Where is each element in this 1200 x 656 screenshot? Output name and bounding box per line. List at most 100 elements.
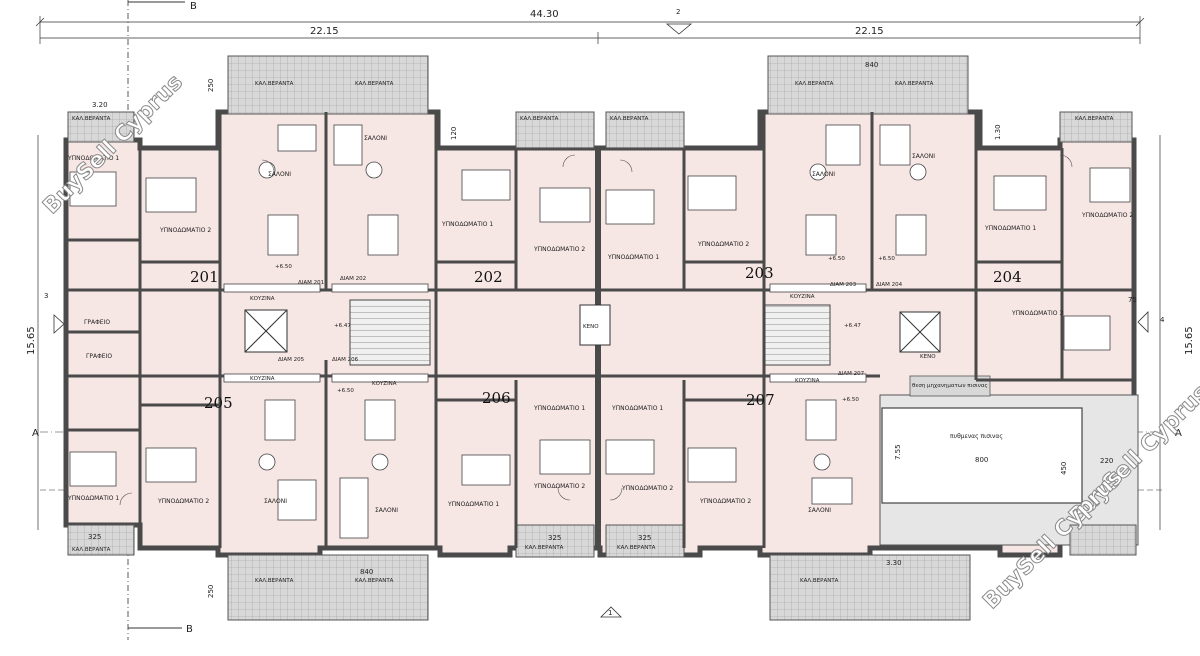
svg-text:ΚΑΛ.ΒΕΡΑΝΤΑ: ΚΑΛ.ΒΕΡΑΝΤΑ: [72, 116, 111, 122]
svg-text:ΚΑΛ.ΒΕΡΑΝΤΑ: ΚΑΛ.ΒΕΡΑΝΤΑ: [255, 578, 294, 584]
door-swings: [119, 154, 1073, 506]
width-840b-dim: 840: [360, 568, 373, 576]
height-right-dim: 15.65: [1184, 326, 1195, 355]
svg-text:ΥΠΝΟΔΩΜΑΤΙΟ 2: ΥΠΝΟΔΩΜΑΤΙΟ 2: [699, 498, 751, 505]
balconies: [67, 55, 1137, 621]
void-shaft: [579, 304, 611, 346]
svg-text:ΥΠΝΟΔΩΜΑΤΙΟ 2: ΥΠΝΟΔΩΜΑΤΙΟ 2: [621, 485, 673, 492]
svg-text:ΣΑΛΟΝΙ: ΣΑΛΟΝΙ: [364, 135, 387, 142]
width-325b-dim: 325: [548, 534, 561, 542]
width-75-dim: 75: [1128, 296, 1137, 304]
half-left-dim: 22.15: [310, 26, 339, 37]
svg-text:ΚΑΛ.ΒΕΡΑΝΤΑ: ΚΑΛ.ΒΕΡΑΝΤΑ: [520, 116, 559, 122]
corridor-labels: ΔΙΑΜ 201 ΔΙΑΜ 202 ΔΙΑΜ 203 ΔΙΑΜ 204 ΔΙΑΜ…: [275, 256, 903, 403]
svg-text:+6.50: +6.50: [842, 397, 859, 403]
svg-text:ΚΑΛ.ΒΕΡΑΝΤΑ: ΚΑΛ.ΒΕΡΑΝΤΑ: [895, 81, 934, 87]
svg-text:ΔΙΑΜ 202: ΔΙΑΜ 202: [340, 276, 366, 282]
svg-text:207: 207: [746, 391, 775, 409]
width-330b-dim: 3.30: [886, 559, 902, 567]
svg-text:ΚΑΛ.ΒΕΡΑΝΤΑ: ΚΑΛ.ΒΕΡΑΝΤΑ: [255, 81, 294, 87]
svg-text:ΚΑΛ.ΒΕΡΑΝΤΑ: ΚΑΛ.ΒΕΡΑΝΤΑ: [1075, 116, 1114, 122]
svg-text:ΥΠΝΟΔΩΜΑΤΙΟ 2: ΥΠΝΟΔΩΜΑΤΙΟ 2: [157, 498, 209, 505]
living-furniture: [258, 124, 927, 539]
axis-3-marker: [53, 314, 65, 334]
svg-text:ΥΠΝΟΔΩΜΑΤΙΟ 1: ΥΠΝΟΔΩΜΑΤΙΟ 1: [67, 155, 119, 162]
svg-text:ΥΠΝΟΔΩΜΑΤΙΟ 2: ΥΠΝΟΔΩΜΑΤΙΟ 2: [697, 241, 749, 248]
svg-text:+6.50: +6.50: [337, 388, 354, 394]
svg-text:ΥΠΝΟΔΩΜΑΤΙΟ 1: ΥΠΝΟΔΩΜΑΤΙΟ 1: [607, 254, 659, 261]
section-b-top: B: [190, 1, 197, 12]
keno-label-right: ΚΕΝΟ: [920, 354, 936, 360]
svg-text:ΥΠΝΟΔΩΜΑΤΙΟ 2: ΥΠΝΟΔΩΜΑΤΙΟ 2: [533, 246, 585, 253]
pool-depth-dim: 450: [1060, 462, 1068, 475]
section-a-left: A: [32, 428, 39, 439]
svg-text:ΣΑΛΟΝΙ: ΣΑΛΟΝΙ: [375, 507, 398, 514]
svg-text:ΚΟΥΖΙΝΑ: ΚΟΥΖΙΝΑ: [372, 381, 397, 387]
svg-text:ΥΠΝΟΔΩΜΑΤΙΟ 2: ΥΠΝΟΔΩΜΑΤΙΟ 2: [1081, 212, 1133, 219]
pool-side-dim: 220: [1100, 457, 1113, 465]
pool: [881, 407, 1083, 504]
axis-4-label: 4: [1160, 316, 1165, 324]
svg-text:ΣΑΛΟΝΙ: ΣΑΛΟΝΙ: [808, 507, 831, 514]
office-label-top: ΓΡΑΦΕΙΟ: [84, 319, 110, 326]
svg-text:ΣΑΛΟΝΙ: ΣΑΛΟΝΙ: [268, 171, 291, 178]
svg-text:ΚΑΛ.ΒΕΡΑΝΤΑ: ΚΑΛ.ΒΕΡΑΝΤΑ: [355, 81, 394, 87]
axis-2-marker: [665, 23, 693, 35]
kitchen-labels: ΚΟΥΖΙΝΑ ΚΟΥΖΙΝΑ ΚΟΥΖΙΝΑ ΚΟΥΖΙΝΑ ΚΟΥΖΙΝΑ: [250, 294, 820, 387]
svg-text:ΔΙΑΜ 207: ΔΙΑΜ 207: [838, 371, 865, 377]
svg-text:ΚΑΛ.ΒΕΡΑΝΤΑ: ΚΑΛ.ΒΕΡΑΝΤΑ: [610, 116, 649, 122]
width-325c-dim: 325: [638, 534, 651, 542]
section-b-bottom: B: [186, 624, 193, 635]
pool-width-dim: 800: [975, 456, 988, 464]
svg-text:ΣΑΛΟΝΙ: ΣΑΛΟΝΙ: [912, 153, 935, 160]
svg-text:+6.50: +6.50: [828, 256, 845, 262]
svg-text:ΚΟΥΖΙΝΑ: ΚΟΥΖΙΝΑ: [250, 296, 275, 302]
svg-text:ΚΑΛ.ΒΕΡΑΝΤΑ: ΚΑΛ.ΒΕΡΑΝΤΑ: [72, 547, 111, 553]
svg-text:204: 204: [993, 268, 1022, 286]
svg-text:206: 206: [482, 389, 511, 407]
svg-text:ΥΠΝΟΔΩΜΑΤΙΟ 2: ΥΠΝΟΔΩΜΑΤΙΟ 2: [159, 227, 211, 234]
stairs-right: [764, 304, 831, 366]
stairs-left: [349, 299, 431, 366]
width-840-dim: 840: [865, 61, 878, 69]
bal-depth-dim: 250: [207, 79, 215, 92]
svg-text:ΥΠΝΟΔΩΜΑΤΙΟ 1: ΥΠΝΟΔΩΜΑΤΙΟ 1: [533, 405, 585, 412]
svg-text:ΥΠΝΟΔΩΜΑΤΙΟ 1: ΥΠΝΟΔΩΜΑΤΙΟ 1: [611, 405, 663, 412]
width-325a-dim: 325: [88, 533, 101, 541]
svg-text:205: 205: [204, 394, 233, 412]
svg-text:ΔΙΑΜ 203: ΔΙΑΜ 203: [830, 282, 857, 288]
svg-text:ΚΑΛ.ΒΕΡΑΝΤΑ: ΚΑΛ.ΒΕΡΑΝΤΑ: [525, 545, 564, 551]
svg-text:ΥΠΝΟΔΩΜΑΤΙΟ 1: ΥΠΝΟΔΩΜΑΤΙΟ 1: [441, 221, 493, 228]
svg-text:+6.47: +6.47: [844, 323, 861, 329]
pool-machines-room: [909, 375, 991, 397]
living-labels: ΣΑΛΟΝΙ ΣΑΛΟΝΙ ΣΑΛΟΝΙ ΣΑΛΟΝΙ ΣΑΛΟΝΙ ΣΑΛΟΝ…: [264, 135, 935, 514]
axis-3-label: 3: [44, 292, 48, 300]
svg-text:ΚΑΛ.ΒΕΡΑΝΤΑ: ΚΑΛ.ΒΕΡΑΝΤΑ: [795, 81, 834, 87]
svg-text:ΚΟΥΖΙΝΑ: ΚΟΥΖΙΝΑ: [790, 294, 815, 300]
svg-text:ΔΙΑΜ 205: ΔΙΑΜ 205: [278, 357, 305, 363]
pool-height-dim: 7.55: [894, 444, 902, 460]
height-left-dim: 15.65: [26, 326, 37, 355]
apartment-numbers: 201 202 203 204 205 206 207: [190, 264, 1022, 412]
svg-text:ΚΑΛ.ΒΕΡΑΝΤΑ: ΚΑΛ.ΒΕΡΑΝΤΑ: [800, 578, 839, 584]
bal-depth-dim-b: 250: [207, 585, 215, 598]
svg-text:ΔΙΑΜ 204: ΔΙΑΜ 204: [876, 282, 903, 288]
office-label-bottom: ΓΡΑΦΕΙΟ: [86, 353, 112, 360]
bedroom-furniture: [69, 167, 1131, 487]
svg-text:+6.47: +6.47: [334, 323, 351, 329]
svg-text:ΥΠΝΟΔΩΜΑΤΙΟ 3: ΥΠΝΟΔΩΜΑΤΙΟ 3: [1011, 310, 1063, 317]
svg-text:ΚΑΛ.ΒΕΡΑΝΤΑ: ΚΑΛ.ΒΕΡΑΝΤΑ: [355, 578, 394, 584]
svg-text:+6.50: +6.50: [275, 264, 292, 270]
axis-2-label: 2: [676, 8, 680, 16]
svg-text:ΥΠΝΟΔΩΜΑΤΙΟ 2: ΥΠΝΟΔΩΜΑΤΙΟ 2: [533, 483, 585, 490]
section-a-right: A: [1175, 428, 1182, 439]
svg-text:ΣΑΛΟΝΙ: ΣΑΛΟΝΙ: [264, 498, 287, 505]
lift-left: [244, 309, 288, 353]
top-dimension-lines: [35, 16, 1145, 44]
width-120-dim: 120: [450, 127, 458, 140]
width-320-dim: 3.20: [92, 101, 108, 109]
overall-width-dim: 44.30: [530, 9, 559, 20]
axis-4-marker: [1137, 311, 1149, 333]
svg-text:203: 203: [745, 264, 774, 282]
width-130-dim: 1.30: [994, 124, 1002, 140]
